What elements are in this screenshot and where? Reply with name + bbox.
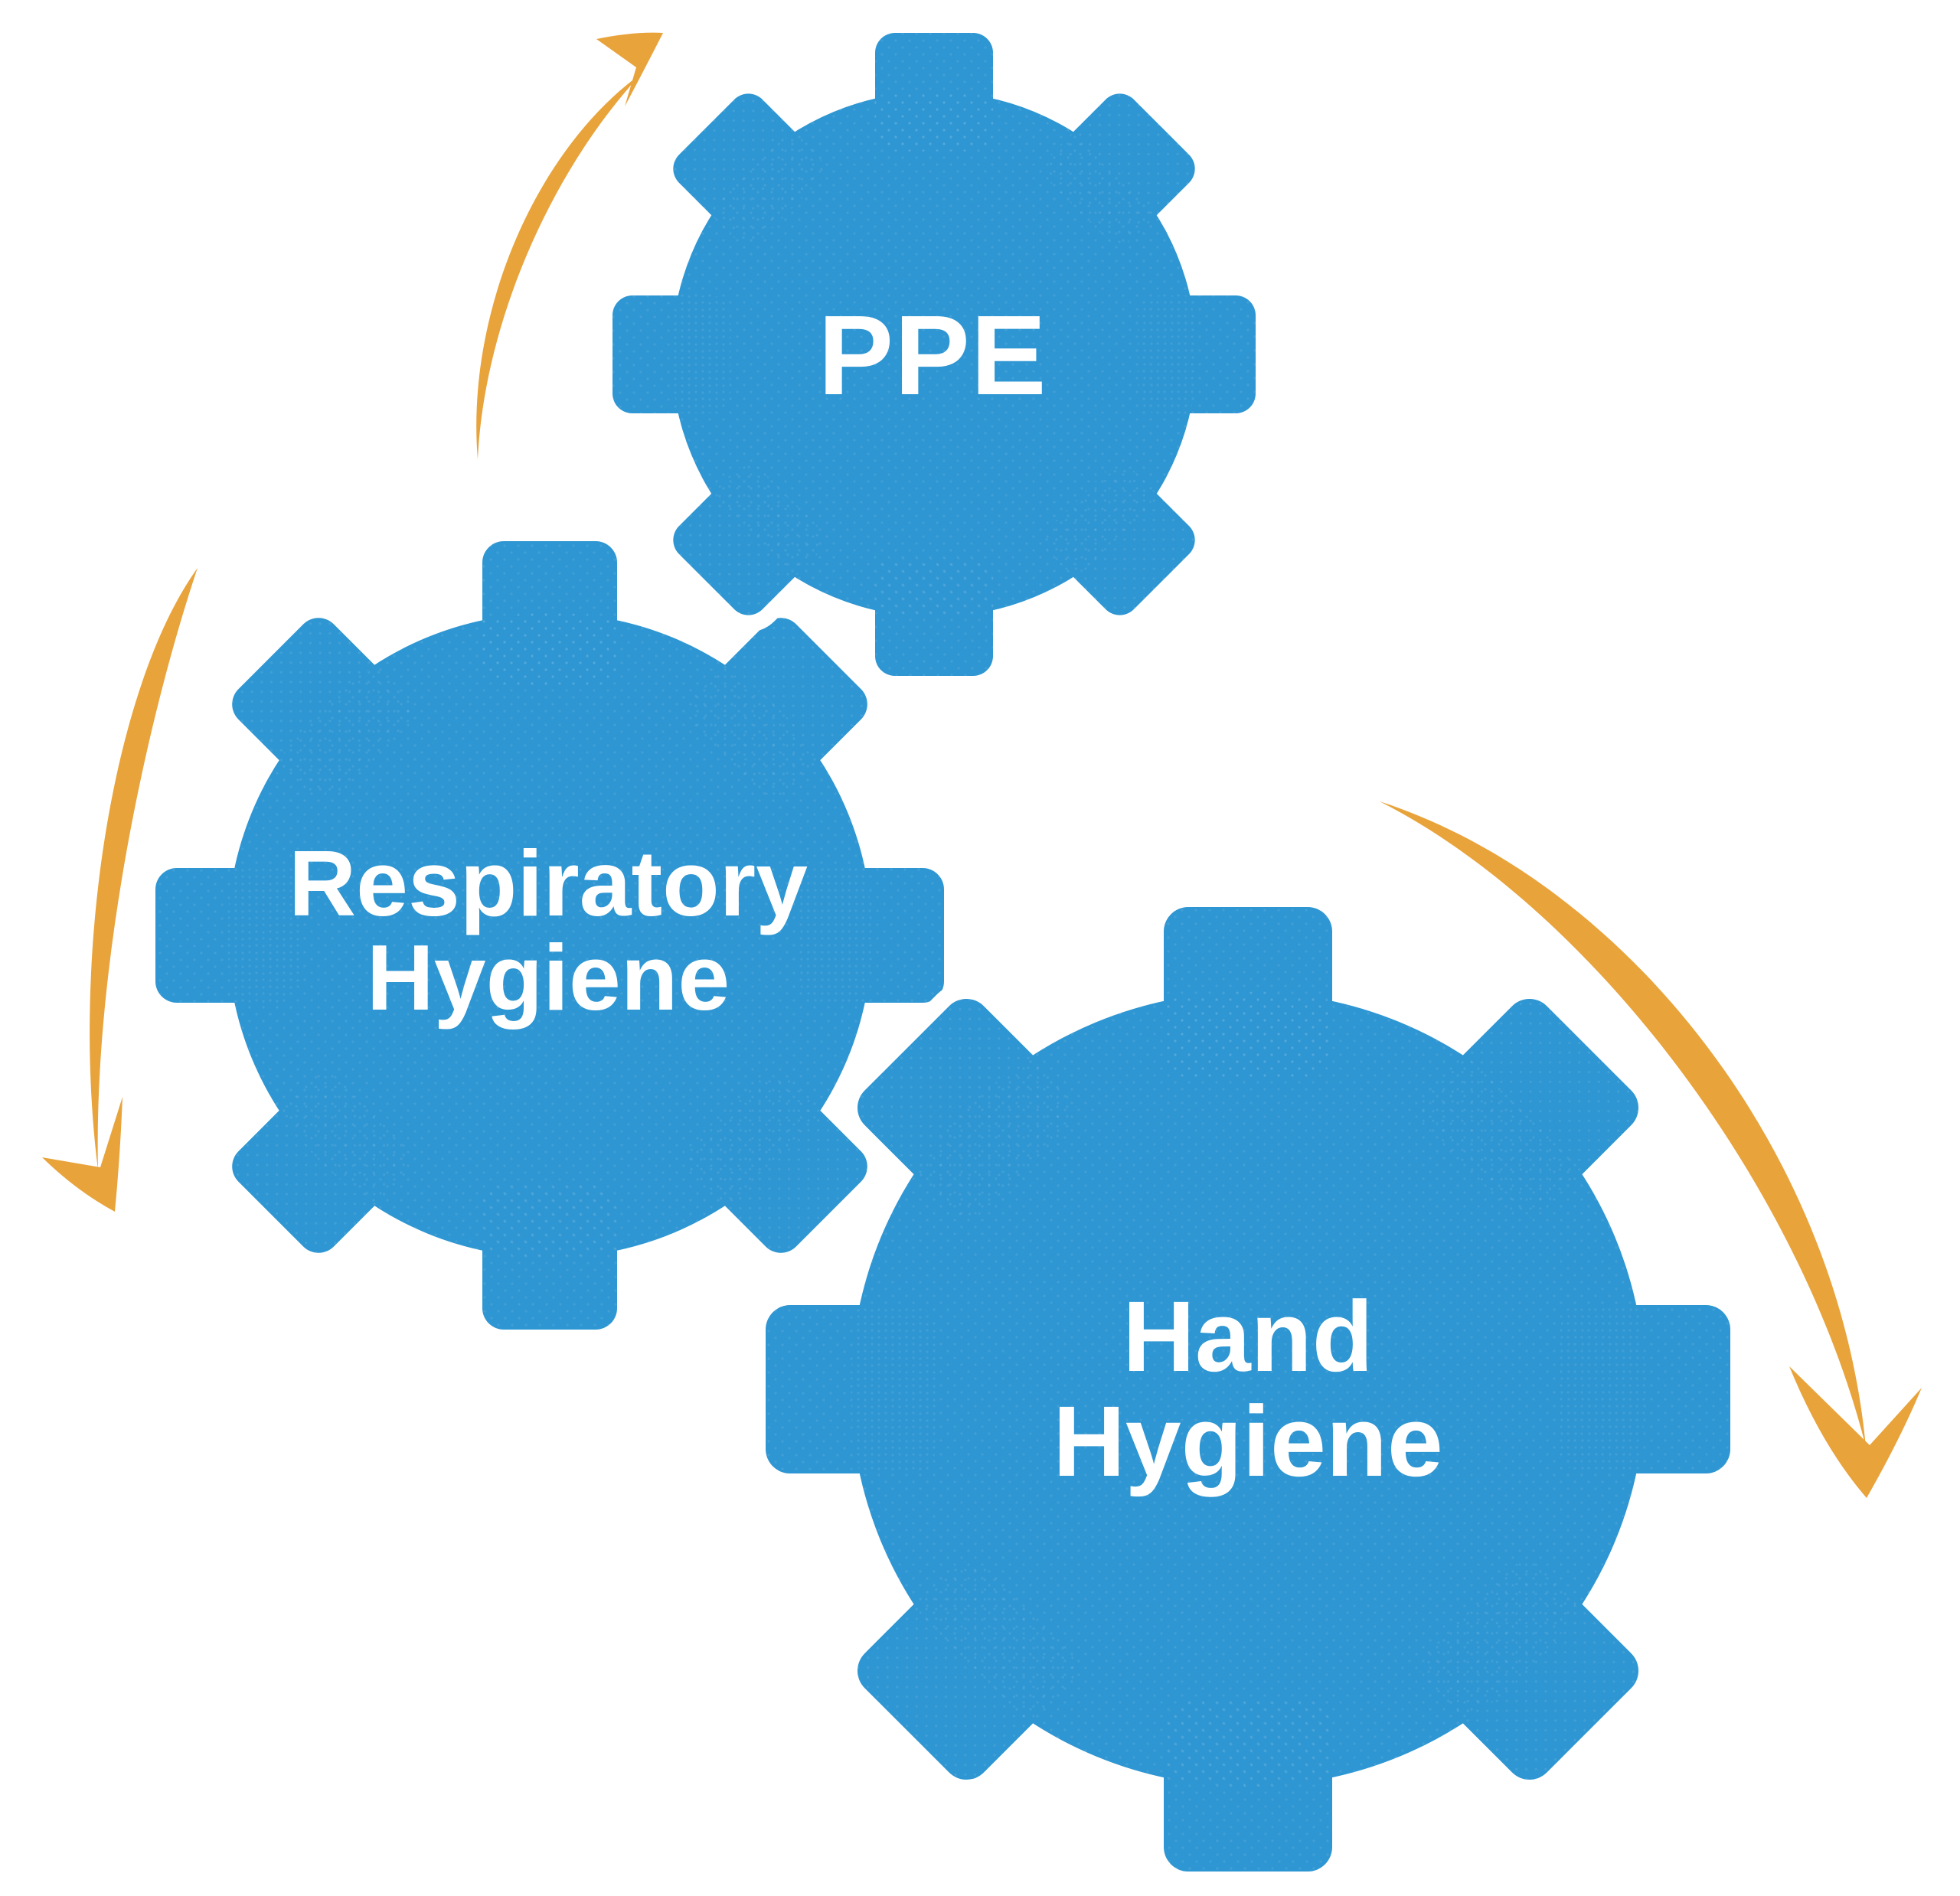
- arrow-shaft: [476, 73, 642, 459]
- gear-label-respiratory-line2: Hygiene: [367, 925, 730, 1030]
- gear-label-hand-line2: Hygiene: [1053, 1385, 1443, 1497]
- gear-label-hand-line1: Hand: [1122, 1280, 1374, 1392]
- curved-arrow-down-left-icon: [42, 568, 198, 1212]
- arrow-head: [42, 1097, 122, 1212]
- gear-label-respiratory-line1: Respiratory: [289, 831, 808, 935]
- arrow-shaft: [90, 568, 198, 1170]
- curved-arrow-down-right-icon: [1380, 801, 1922, 1498]
- arrow-head: [596, 32, 663, 106]
- gear-label-ppe: PPE: [818, 292, 1047, 419]
- arrow-head: [1789, 1366, 1922, 1498]
- curved-arrow-up-right-icon: [476, 32, 663, 459]
